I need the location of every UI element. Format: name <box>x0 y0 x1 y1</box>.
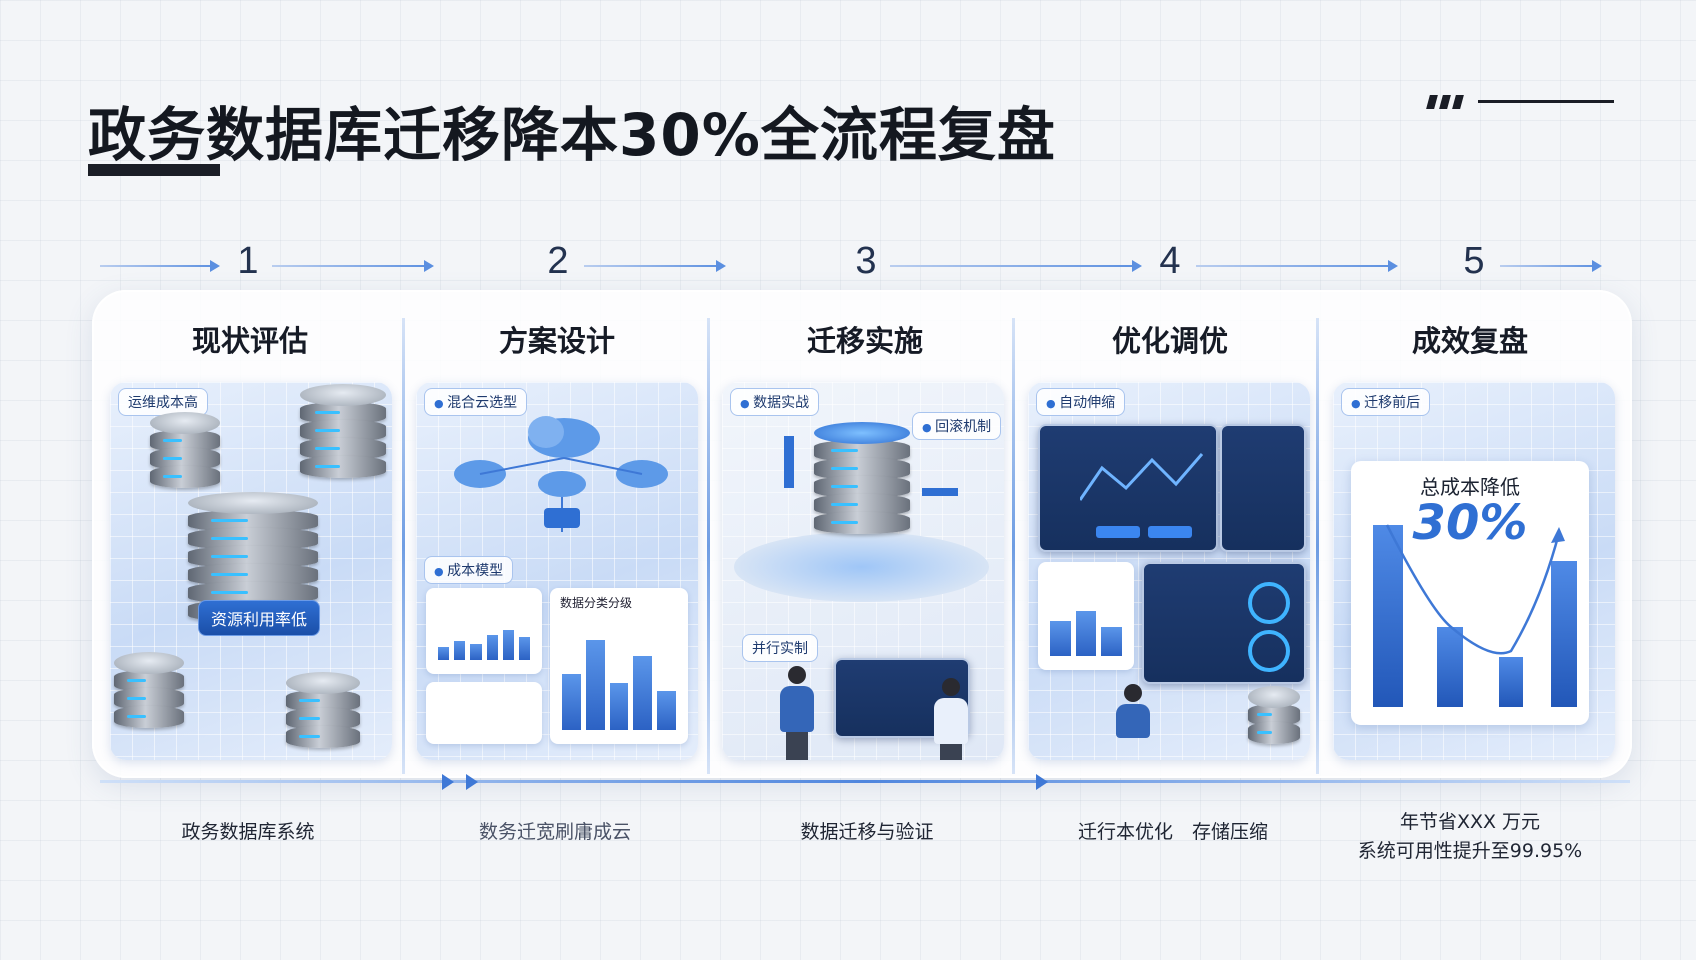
server-stack-icon <box>300 384 386 478</box>
page-title: 政务数据库迁移降本30%全流程复盘 <box>88 101 1056 169</box>
stage-title-4: 优化调优 <box>1111 324 1228 358</box>
stage-title-3: 迁移实施 <box>806 324 923 358</box>
connector-2-3 <box>584 260 726 272</box>
decor-line <box>1478 100 1614 103</box>
metric-card <box>1038 562 1134 670</box>
result-bar <box>1551 561 1577 707</box>
step-number-2: 2 <box>547 240 569 282</box>
stage-divider <box>707 318 710 774</box>
server-stack-icon <box>1248 686 1300 744</box>
connector-end <box>1500 260 1602 272</box>
stage-panel-2: 混合云选型 成本模型 数据分类分级 <box>416 382 698 760</box>
arrow-right-icon <box>922 488 958 496</box>
label-before-after: 迁移前后 <box>1341 388 1431 416</box>
result-bar <box>1437 627 1463 707</box>
server-stack-icon <box>150 412 220 488</box>
trend-line-icon <box>1080 453 1204 501</box>
arrow-up-icon <box>784 436 794 488</box>
stage-title-5: 成效复盘 <box>1411 324 1528 358</box>
stage-desc-1: 政务数据库系统 <box>181 821 315 843</box>
stage-desc-4: 迁行本优化 存储压缩 <box>1077 821 1268 843</box>
server-stack-icon <box>286 672 360 748</box>
step-number-1: 1 <box>237 240 259 282</box>
label-rollback: 回滚机制 <box>912 412 1002 440</box>
engineer-figure <box>934 678 968 760</box>
title-underline <box>88 164 220 176</box>
stage-panel-1: 运维成本高 资源利用率低 <box>110 382 392 760</box>
rail-arrow-icon <box>1036 774 1048 790</box>
step-number-5: 5 <box>1463 240 1485 282</box>
cloud-topology-icon <box>454 416 668 532</box>
server-stack-icon <box>114 652 184 728</box>
side-dashboard <box>1220 424 1306 552</box>
rail-arrow-icon <box>442 774 454 790</box>
label-data-practice: 数据实战 <box>730 388 820 416</box>
label-hybrid-cloud: 混合云选型 <box>424 388 528 416</box>
step-number-4: 4 <box>1159 240 1181 282</box>
stage-title-1: 现状评估 <box>191 324 308 358</box>
label-low-utilization: 资源利用率低 <box>198 600 321 636</box>
database-core-icon <box>814 422 910 534</box>
connector-3-4 <box>890 260 1142 272</box>
connector-4-5 <box>1196 260 1398 272</box>
connector-start <box>100 260 220 272</box>
trend-curve-icon <box>1385 524 1565 655</box>
label-ops-cost: 运维成本高 <box>118 388 208 416</box>
stage-desc-5: 年节省XXX 万元 系统可用性提升至99.95% <box>1357 811 1583 862</box>
bottom-rail <box>100 780 1630 783</box>
stage-desc-3: 数据迁移与验证 <box>800 821 934 843</box>
gauge-screen <box>1142 562 1306 684</box>
stage-divider <box>402 318 405 774</box>
label-auto-scaling: 自动伸缩 <box>1036 388 1126 416</box>
stage-panel-4: 自动伸缩 <box>1028 382 1310 760</box>
dashboard-screen <box>1038 424 1218 552</box>
stage-desc-2: 数务迁宽刷庸成云 <box>478 821 631 843</box>
total-cost-label: 总成本降低 <box>1420 475 1520 499</box>
stage-divider <box>1012 318 1015 774</box>
result-bar <box>1499 657 1523 707</box>
result-bar <box>1373 525 1403 707</box>
decor-marks <box>1426 95 1464 109</box>
stage-divider <box>1316 318 1319 774</box>
label-parallel: 并行实制 <box>742 634 818 662</box>
connector-1-2 <box>272 260 434 272</box>
engineer-figure <box>780 666 814 760</box>
platform-base <box>734 532 989 602</box>
step-number-3: 3 <box>855 240 877 282</box>
classification-card: 数据分类分级 <box>550 588 688 744</box>
stage-title-2: 方案设计 <box>498 324 615 358</box>
stage-panel-3: 数据实战 回滚机制 并行实制 <box>722 382 1004 760</box>
plan-list-card <box>426 682 542 744</box>
result-chart-card: 总成本降低 30% <box>1351 461 1589 725</box>
operator-figure <box>1116 684 1150 738</box>
rail-arrow-icon <box>466 774 478 790</box>
cost-reduction-value: 30% <box>1412 495 1528 551</box>
label-data-classification: 数据分类分级 <box>560 596 633 610</box>
cost-chart-card <box>426 588 542 674</box>
label-cost-model: 成本模型 <box>424 556 514 584</box>
